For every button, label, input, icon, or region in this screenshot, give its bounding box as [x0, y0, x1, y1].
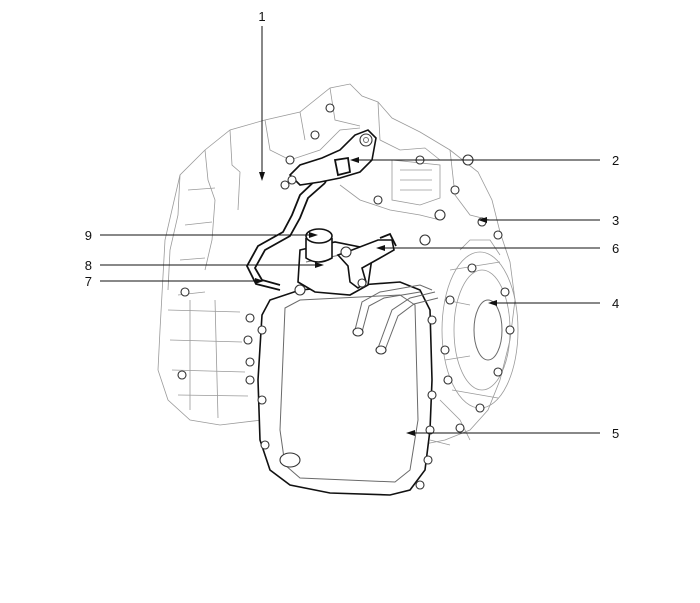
leader-lines [100, 26, 600, 436]
vent-plug [305, 228, 333, 263]
callout-2: 2 [612, 153, 619, 168]
cooler-pipes [352, 284, 439, 355]
oil-pan [257, 281, 437, 496]
callout-7: 7 [85, 274, 92, 289]
callout-8: 8 [85, 258, 92, 273]
callout-9: 9 [85, 228, 92, 243]
callout-5: 5 [612, 426, 619, 441]
callout-labels: 1 2 3 4 5 6 7 8 9 [85, 9, 619, 441]
callout-3: 3 [612, 213, 619, 228]
shift-cable-bracket [287, 129, 377, 186]
housing-bolts [177, 103, 515, 433]
callout-1: 1 [258, 9, 265, 24]
callout-6: 6 [612, 241, 619, 256]
callout-4: 4 [612, 296, 619, 311]
manual-control-lever [336, 232, 397, 289]
